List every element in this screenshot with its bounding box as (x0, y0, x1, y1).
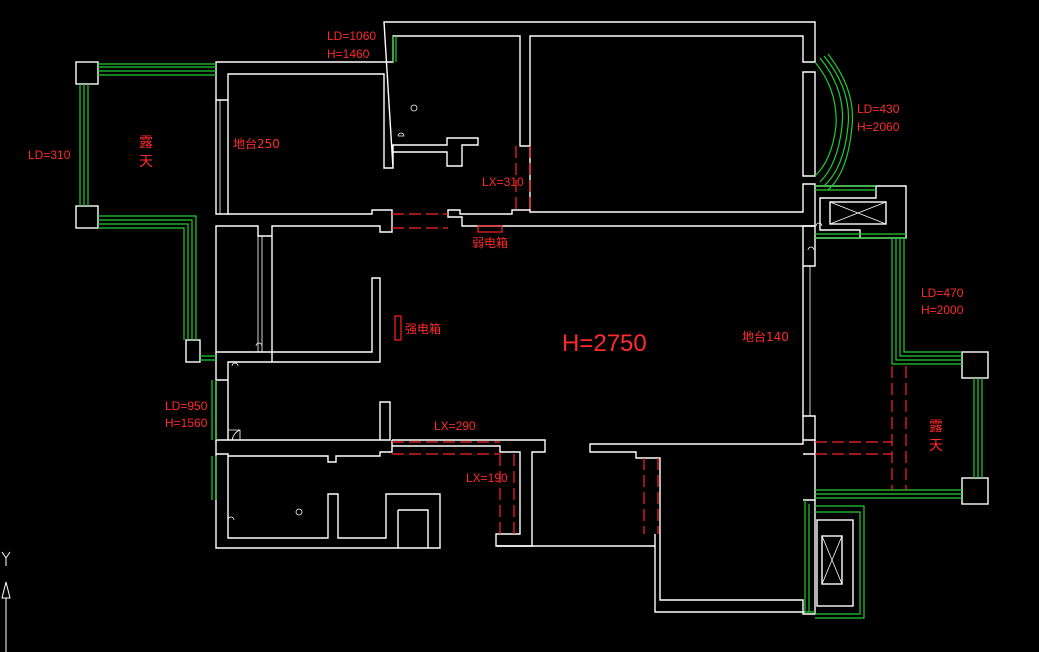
label-strong-box: 强电箱 (405, 321, 441, 336)
wall-left-outer (215, 100, 228, 215)
fixture-small-1 (227, 132, 823, 521)
balcony-right-side (973, 378, 983, 478)
label-ld-470: LD=470 (921, 286, 964, 300)
floor-drain-2 (295, 508, 303, 516)
wall-top-outline (215, 21, 816, 169)
label-outdoor-left-1: 露 (139, 135, 153, 151)
balcony-left-side (79, 84, 89, 206)
wall-right-rooms (803, 439, 816, 501)
wall-bath-left (215, 352, 391, 441)
shaft-vent-bottom-x (821, 535, 843, 585)
label-lx-310: LX=310 (482, 175, 524, 189)
column-right-top (961, 351, 989, 379)
label-ld-950: LD=950 (165, 399, 208, 413)
column-left-top (75, 61, 99, 85)
floor-drain-1 (410, 104, 418, 112)
beam-center-v (643, 458, 659, 534)
beam-lx310-v (515, 146, 531, 212)
strong-box-symbol (394, 315, 402, 341)
label-ld-430: LD=430 (857, 102, 900, 116)
label-lx-290: LX=290 (434, 419, 476, 433)
label-ditai-140: 地台140 (742, 329, 789, 344)
labels: LD=1060 H=1460 LD=310 LD=430 H=2060 LD=4… (28, 29, 964, 485)
beam-right-v (891, 366, 907, 490)
label-h-1460: H=1460 (327, 47, 370, 61)
beams (392, 146, 907, 534)
column-right-bottom (961, 477, 989, 505)
column-left-mid (75, 205, 99, 229)
wall-right-bottom-inner (496, 534, 805, 613)
shaft-box-bottom (816, 519, 854, 607)
walls (75, 21, 989, 615)
label-outdoor-right-2: 天 (929, 438, 943, 454)
wall-right-bottom-room (589, 415, 816, 615)
wall-left-room-bottom (215, 100, 393, 363)
shaft-vent-right (829, 201, 887, 225)
label-ditai-250: 地台250 (233, 136, 280, 151)
wall-bottom-left-inner (397, 509, 429, 548)
label-outdoor-left-2: 天 (139, 154, 153, 170)
balcony-right-top (891, 238, 962, 365)
label-ceiling-height: H=2750 (562, 330, 647, 357)
window-right-shaft (815, 185, 906, 239)
label-h-1560: H=1560 (165, 416, 208, 430)
wall-right-upper (802, 71, 816, 177)
window-top-left (392, 36, 397, 62)
beam-lx190-v (499, 454, 515, 534)
label-h-2060: H=2060 (857, 120, 900, 134)
ucs-axis-icon (1, 551, 11, 652)
wall-bedroom-bottom (447, 146, 816, 227)
balcony-left-bottom (98, 215, 197, 340)
beam-lx290-h (392, 441, 500, 455)
shaft-vent-right-x (829, 201, 887, 225)
bay-window-right (814, 53, 854, 191)
beam-top-h (392, 213, 448, 229)
column-left-low (185, 339, 201, 363)
wall-center-bottom (392, 439, 546, 547)
balcony-left-top (98, 63, 216, 76)
window-bottom-right (804, 500, 865, 619)
label-h-2000: H=2000 (921, 303, 964, 317)
wall-thin-left (219, 100, 263, 352)
label-weak-box: 弱电箱 (472, 235, 508, 250)
wall-bottom-left-block (215, 440, 441, 549)
shaft-vent-bottom (821, 535, 843, 585)
wall-right-mid (802, 225, 816, 416)
label-ld-310: LD=310 (28, 148, 71, 162)
balcony-right-bottom (815, 489, 962, 499)
weak-box-symbol (477, 225, 503, 233)
label-lx-190: LX=190 (466, 471, 508, 485)
windows (79, 36, 983, 619)
window-left-lower (200, 355, 217, 500)
beam-right-h (815, 441, 892, 455)
door-swing-bath (228, 429, 241, 441)
label-ld-1060: LD=1060 (327, 29, 376, 43)
label-outdoor-right-1: 露 (929, 419, 943, 435)
